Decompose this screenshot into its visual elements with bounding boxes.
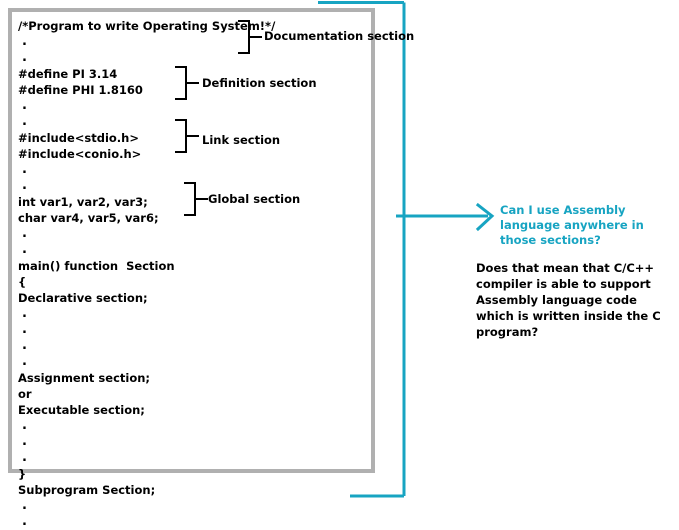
definition-section-bracket [175, 66, 187, 100]
code-line: int var1, var2, var3; [18, 195, 148, 209]
teal-arrow-head-icon [475, 202, 495, 232]
documentation-section-bracket-tick [250, 36, 262, 38]
code-line: Subprogram Section; [18, 483, 156, 497]
code-line: Executable section; [18, 403, 145, 417]
code-line: main() function Section [18, 259, 175, 273]
code-document-page [12, 12, 371, 469]
code-line-dot: . [22, 354, 27, 369]
code-line-dot: . [22, 322, 27, 337]
code-line: #include<stdio.h> [18, 131, 139, 145]
code-line-dot: . [22, 450, 27, 465]
code-line-dot: . [22, 178, 27, 193]
documentation-section-bracket [238, 20, 250, 54]
link-section-bracket-tick [187, 135, 199, 137]
code-line-dot: . [22, 50, 27, 65]
code-line: Declarative section; [18, 291, 148, 305]
code-line: /*Program to write Operating System!*/ [18, 19, 276, 33]
code-line-dot: . [22, 114, 27, 129]
code-line: Assignment section; [18, 371, 151, 385]
assembly-question-teal: Can I use Assembly language anywhere in … [500, 203, 644, 247]
code-document-frame [8, 8, 375, 473]
link-section-bracket [175, 119, 187, 153]
documentation-section-label: Documentation section [264, 29, 415, 43]
code-line-dot: . [22, 306, 27, 321]
assembly-question-black: Does that mean that C/C++ compiler is ab… [476, 261, 661, 339]
code-line: #include<conio.h> [18, 147, 142, 161]
code-line-dot: . [22, 434, 27, 449]
code-line-dot: . [22, 34, 27, 49]
global-section-bracket-tick [196, 198, 208, 200]
code-line-dot: . [22, 418, 27, 433]
global-section-label: Global section [208, 192, 301, 206]
code-line: or [18, 387, 32, 401]
code-line-dot: . [22, 514, 27, 529]
c-program-code-listing: /*Program to write Operating System!*/..… [18, 18, 368, 530]
code-line-dot: . [22, 98, 27, 113]
code-line-dot: . [22, 338, 27, 353]
code-line-dot: . [22, 226, 27, 241]
code-line-dot: . [22, 498, 27, 513]
code-line: char var4, var5, var6; [18, 211, 159, 225]
definition-section-bracket-tick [187, 82, 199, 84]
definition-section-label: Definition section [202, 76, 317, 90]
code-line: #define PI 3.14 [18, 67, 118, 81]
link-section-label: Link section [202, 133, 281, 147]
code-line: { [18, 275, 27, 289]
code-line: } [18, 467, 27, 481]
code-line-dot: . [22, 162, 27, 177]
code-line: #define PHI 1.8160 [18, 83, 143, 97]
code-line-dot: . [22, 242, 27, 257]
global-section-bracket [184, 182, 196, 216]
